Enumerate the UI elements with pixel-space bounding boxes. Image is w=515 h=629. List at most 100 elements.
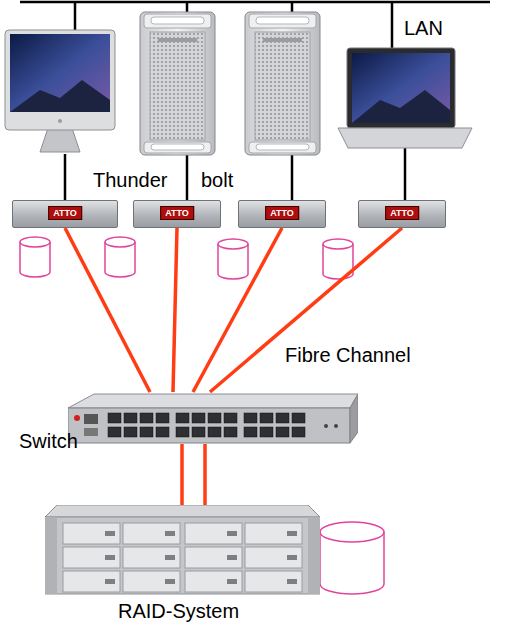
macbook-air [347,48,455,128]
switch-outline [68,392,358,444]
raid-outline [227,531,237,536]
switch-outline [140,427,153,437]
cable-label: Thunder [93,168,168,192]
raid-outline [245,571,302,592]
lan-bus [391,2,394,49]
switch-outline [176,427,189,437]
node-label: RAID-System [118,599,239,623]
brand-logo: ATTO [385,206,419,220]
raid-outline [45,517,57,594]
switch-outline [124,427,137,437]
raid-outline [287,579,297,584]
fibre-channel-link [203,444,207,505]
switch-outline [68,408,350,443]
brand-logo: ATTO [160,206,194,220]
thunderlink-adapter: ATTO [238,200,326,228]
mac-pro-tower [245,12,320,155]
fibre-channel-link [65,228,150,392]
raid-system: RAID-System [45,505,320,595]
macbook-air [352,90,450,123]
lan-bus [186,2,189,12]
lan-bus [74,2,77,32]
switch-outline [260,413,273,423]
raid-outline [185,571,242,592]
thunderlink-adapter: ATTO [358,200,446,228]
disk-cylinder [20,237,50,277]
fibre-channel-link [173,228,177,392]
brand-logo: ATTO [48,206,82,220]
switch-outline [334,424,338,428]
switch-outline [108,413,305,437]
raid-outline [245,547,302,568]
imac [5,30,115,130]
switch-outline [324,424,328,428]
switch-outline [68,394,358,408]
thunderlink-adapter: ATTO [12,200,118,228]
switch-outline [244,413,257,423]
disk-symbols [20,237,353,279]
imac [10,34,110,112]
raid-outline [165,579,175,584]
imac [58,119,62,123]
fibre-channel-link [180,444,184,505]
raid-outline [227,555,237,560]
raid-outline [123,571,180,592]
switch-outline [176,413,189,423]
switch-outline [156,413,169,423]
switch-outline [350,394,358,443]
raid-outline [63,547,120,568]
lan-bus [291,2,294,12]
raid-outline [308,517,320,594]
raid-outline [123,547,180,568]
raid-outline [105,555,115,560]
raid-outline [63,523,302,592]
raid-outline [123,523,180,544]
raid-outline [185,523,242,544]
imac [40,128,80,152]
fc-switch: Switch [68,392,358,444]
lan-bus [20,1,490,4]
switch-outline [108,427,121,437]
imac [5,30,115,152]
thunderbolt-cables [291,155,294,200]
switch-outline [192,413,205,423]
switch-outline [292,427,305,437]
thunderbolt-cables [65,148,405,200]
node-label: Switch [19,429,78,453]
raid-outline [245,523,302,544]
switch-outline [108,413,121,423]
network-label: LAN [404,16,443,40]
raid-outline [45,505,320,517]
switch-outline [276,427,289,437]
switch-outline [224,413,237,423]
imac [10,80,110,112]
macbook-air [338,48,472,148]
raid-outline [63,571,120,592]
raid-outline [45,517,320,594]
disk-cylinder [218,239,248,279]
raid-disk-symbol [320,522,384,594]
fibre-channel-link [210,228,402,392]
switch-outline [244,427,257,437]
raid-outline [105,579,115,584]
brand-logo: ATTO [265,206,299,220]
raid-outline [165,555,175,560]
macbook-air [338,128,472,148]
macbook-air [352,53,450,123]
switch-outline [208,413,221,423]
link-label: Fibre Channel [285,343,411,367]
thunderlink-adapter: ATTO [133,200,221,228]
disk-cylinder [105,237,135,277]
switch-outline [140,413,153,423]
thunderbolt-cables [64,154,67,200]
switch-outline [156,427,169,437]
switch-outline [192,427,205,437]
switch-outline [260,427,273,437]
raid-outline [105,531,115,536]
raid-outline [287,531,297,536]
raid-outline [45,505,320,595]
switch-outline [292,413,305,423]
cable-label: bolt [201,168,233,192]
raid-outline [63,523,120,544]
